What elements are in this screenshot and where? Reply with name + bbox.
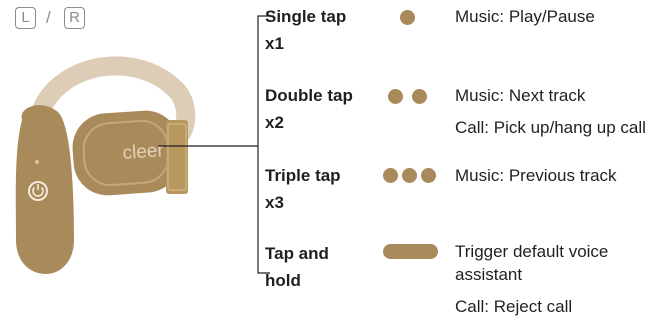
gesture-tap-and-hold: Tap and hold xyxy=(265,240,329,294)
gesture-count: x2 xyxy=(265,113,284,132)
triple-tap-dot-icon xyxy=(421,168,436,183)
gesture-triple-tap: Triple tap x3 xyxy=(265,162,341,216)
action-text: Music: Previous track xyxy=(455,166,617,185)
earbud-illustration: cleer xyxy=(15,56,258,275)
action-text: Call: Reject call xyxy=(455,297,573,316)
power-icon xyxy=(28,181,48,201)
side-separator: / xyxy=(46,8,51,27)
single-tap-dot-icon xyxy=(400,10,415,25)
gesture-double-tap: Double tap x2 xyxy=(265,82,353,136)
action-text: Music: Next track xyxy=(455,86,586,105)
left-side-box: L xyxy=(15,7,36,29)
gesture-label: Single tap xyxy=(265,7,347,26)
gesture-count: x1 xyxy=(265,34,284,53)
gesture-label: Double tap xyxy=(265,86,353,105)
right-side-box: R xyxy=(64,7,85,29)
gesture-count: x3 xyxy=(265,193,284,212)
bracket xyxy=(257,15,274,274)
action-text: Music: Play/Pause xyxy=(455,7,595,26)
brand-logo: cleer xyxy=(122,140,165,164)
action-text: Trigger default voice xyxy=(455,242,609,261)
double-tap-dot-icon xyxy=(388,89,403,104)
tap-and-hold-bar-icon xyxy=(383,244,438,259)
triple-tap-dot-icon xyxy=(402,168,417,183)
action-text: assistant xyxy=(455,265,523,284)
double-tap-dot-icon xyxy=(412,89,427,104)
action-text: Call: Pick up/hang up call xyxy=(455,118,646,137)
gesture-single-tap: Single tap x1 xyxy=(265,3,346,57)
triple-tap-dot-icon xyxy=(383,168,398,183)
gesture-label: Tap and xyxy=(265,244,329,263)
gesture-label: Triple tap xyxy=(265,166,341,185)
gesture-count: hold xyxy=(265,271,301,290)
